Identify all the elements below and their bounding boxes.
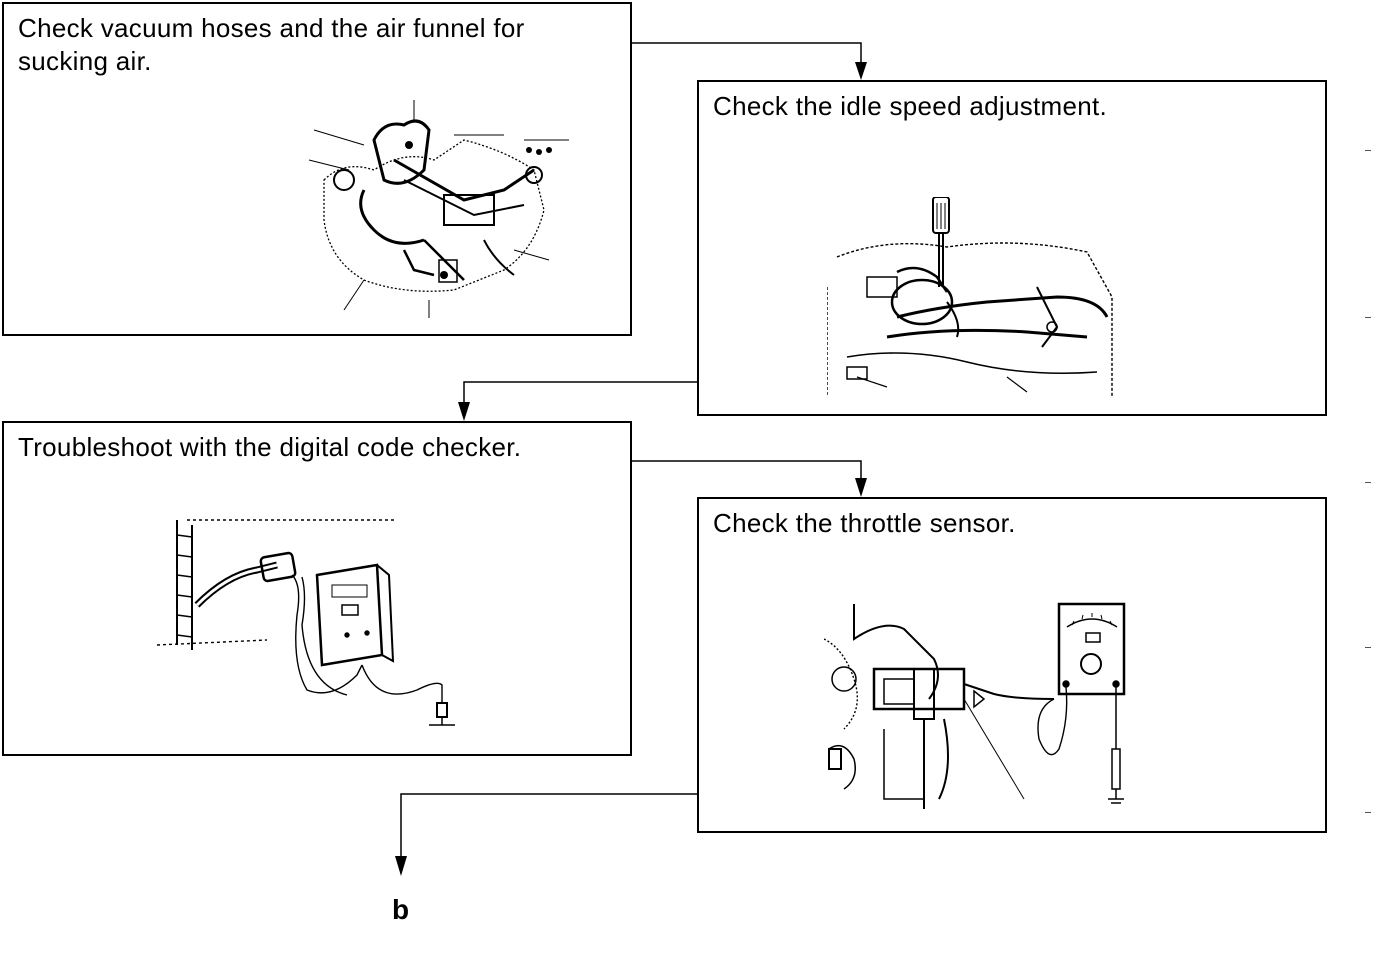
arrowhead-step2 xyxy=(855,62,867,80)
step-box-vacuum-hoses: Check vacuum hoses and the air funnel fo… xyxy=(2,2,632,336)
arrowhead-step4 xyxy=(855,478,867,497)
step-text-code-checker: Troubleshoot with the digital code check… xyxy=(18,431,616,464)
step-text-vacuum-hoses: Check vacuum hoses and the air funnel fo… xyxy=(18,12,616,78)
connector-step2-to-step3 xyxy=(464,382,697,406)
engine-bay-illustration xyxy=(304,100,574,320)
connector-step1-to-step2 xyxy=(632,43,861,66)
margin-tick xyxy=(1365,482,1371,483)
margin-tick xyxy=(1365,812,1371,813)
margin-tick xyxy=(1365,317,1371,318)
flow-end-label: b xyxy=(392,894,409,926)
arrowhead-step3 xyxy=(458,402,470,421)
step-box-code-checker: Troubleshoot with the digital code check… xyxy=(2,421,632,756)
step-text-throttle-sensor: Check the throttle sensor. xyxy=(713,507,1311,540)
idle-adjustment-illustration xyxy=(827,197,1117,402)
connector-step3-to-step4 xyxy=(632,461,861,482)
connector-step4-to-end xyxy=(401,794,697,860)
arrowhead-end xyxy=(395,856,407,876)
step-text-idle-speed: Check the idle speed adjustment. xyxy=(713,90,1311,123)
step-box-idle-speed: Check the idle speed adjustment. xyxy=(697,80,1327,416)
throttle-sensor-illustration xyxy=(824,599,1134,814)
step-box-throttle-sensor: Check the throttle sensor. xyxy=(697,497,1327,833)
margin-tick xyxy=(1365,647,1371,648)
margin-tick xyxy=(1365,150,1371,151)
code-checker-illustration xyxy=(157,515,467,730)
